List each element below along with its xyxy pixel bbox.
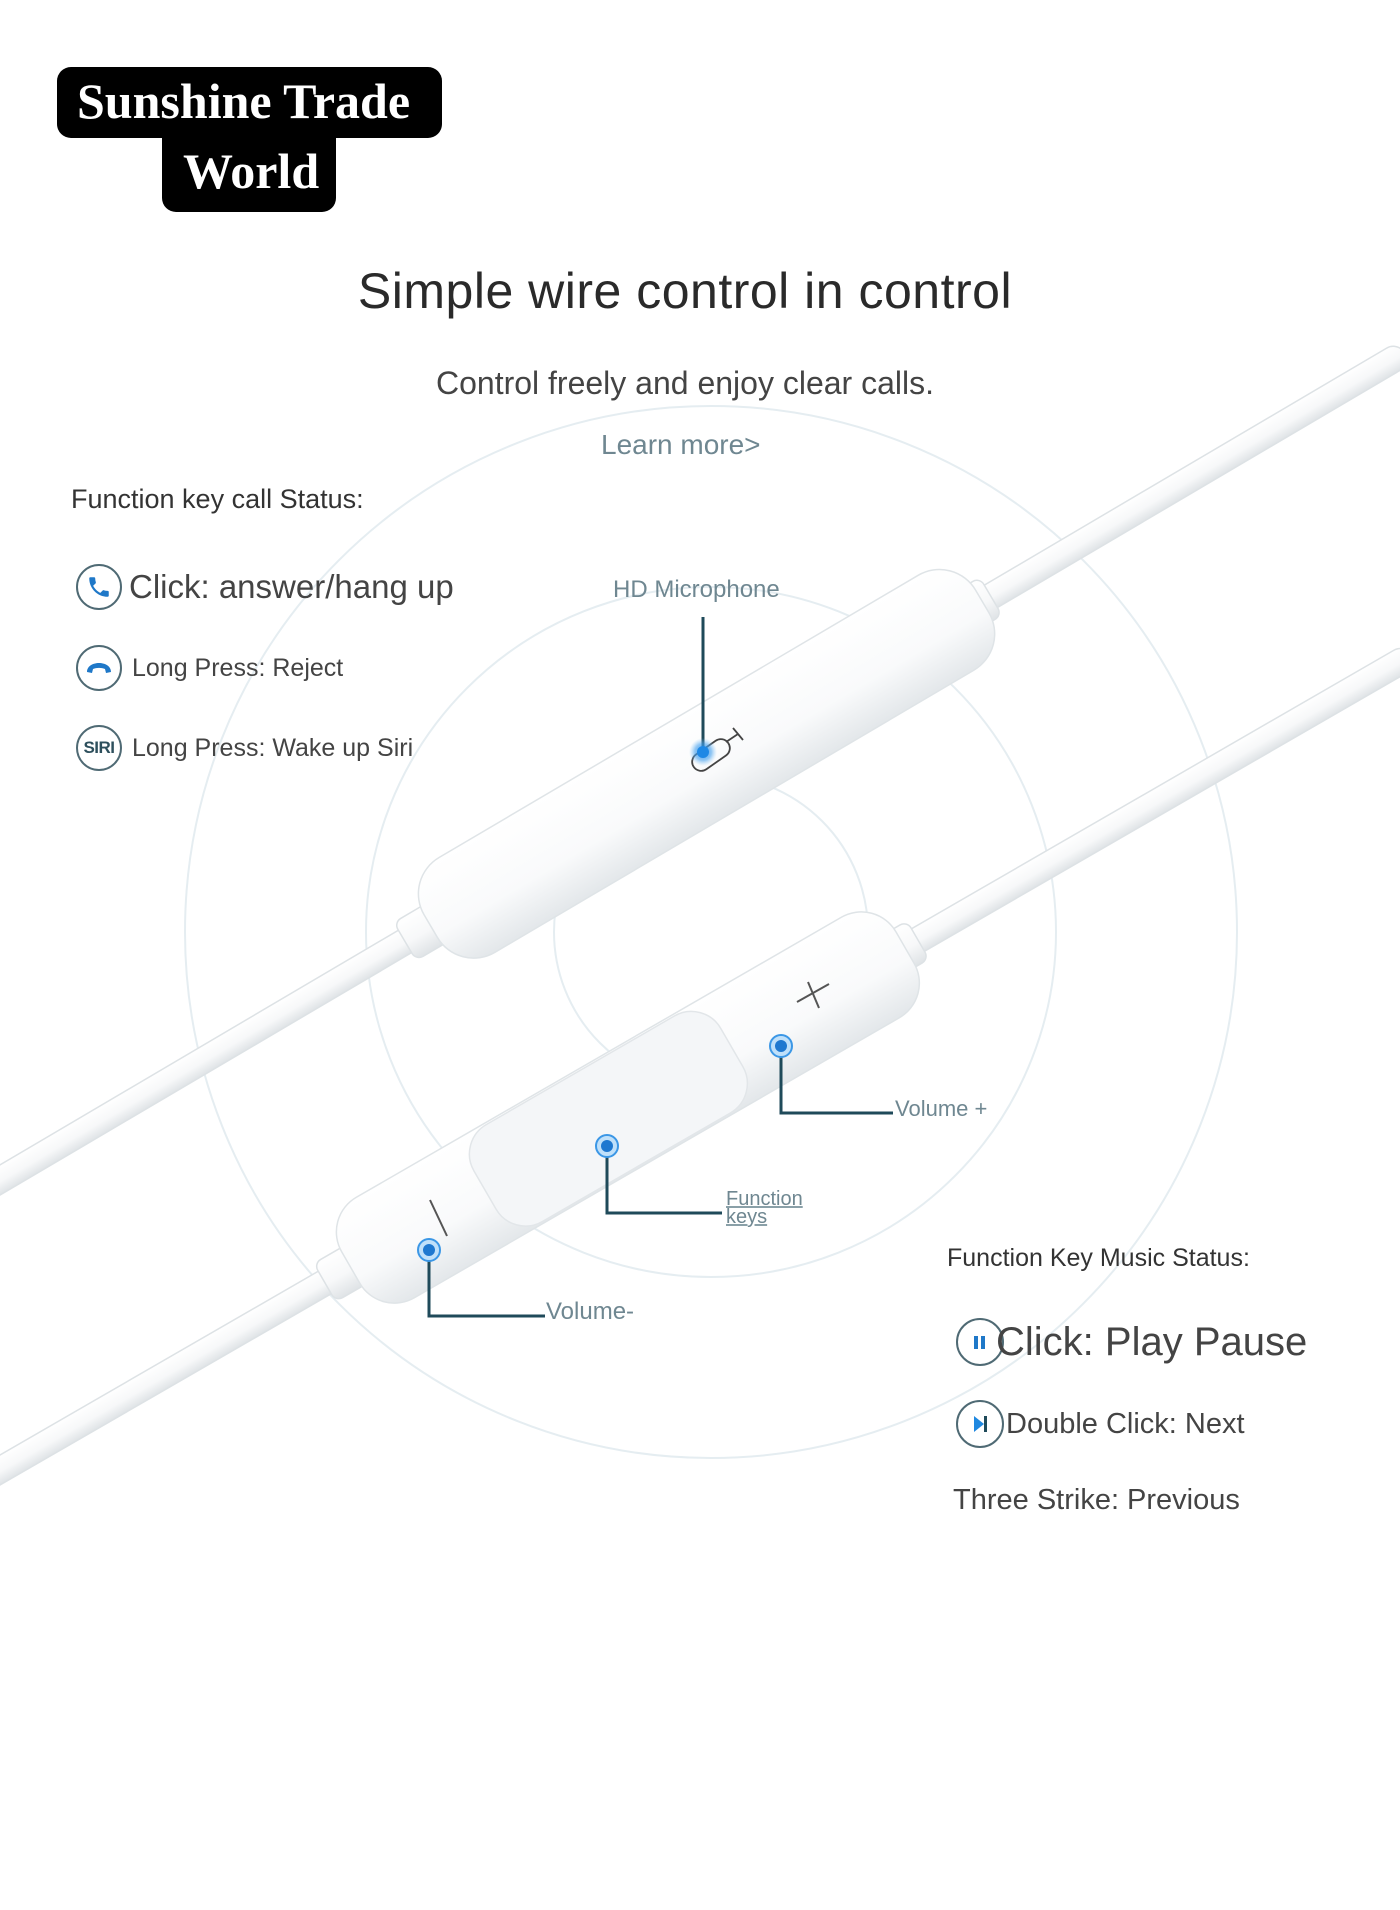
volume-down-callout: Volume- — [546, 1298, 635, 1325]
music-status-item: Double Click: Next — [956, 1400, 1245, 1448]
hd-microphone-callout: HD Microphone — [613, 576, 780, 603]
volume-down-glyph — [429, 1199, 448, 1237]
call-status-label: Long Press: Reject — [132, 653, 344, 682]
music-status-item: Three Strike: Previous — [953, 1484, 1240, 1517]
phone-hangup-icon — [76, 645, 122, 691]
call-status-item: Long Press: Reject — [76, 645, 343, 691]
lower-cable — [0, 647, 1400, 1488]
brand-name-line2: World — [183, 143, 320, 199]
brand-logo-badge-tab — [162, 120, 336, 212]
siri-icon: SIRI — [76, 725, 122, 771]
function-key-button — [468, 1010, 749, 1227]
call-status-heading: Function key call Status: — [71, 484, 364, 514]
call-status-label: Click: answer/hang up — [129, 568, 454, 605]
callout-lines — [427, 617, 893, 1318]
volume-up-callout: Volume + — [895, 1096, 988, 1121]
page-title: Simple wire control in control — [357, 263, 1013, 319]
pause-icon — [956, 1318, 1004, 1366]
call-status-item: SIRI Long Press: Wake up Siri — [76, 725, 413, 771]
function-keys-callout: Function keys — [726, 1188, 803, 1228]
music-status-heading: Function Key Music Status: — [947, 1244, 1250, 1272]
music-status-label: Double Click: Next — [1006, 1407, 1245, 1440]
music-status-item: Click: Play Pause — [956, 1318, 1307, 1366]
call-status-label: Long Press: Wake up Siri — [132, 733, 414, 762]
next-track-icon — [956, 1400, 1004, 1448]
volume-up-glyph — [796, 981, 830, 1009]
brand-name-line1: Sunshine Trade — [77, 73, 411, 129]
page-subtitle: Control freely and enjoy clear calls. — [435, 365, 934, 401]
callout-dots — [417, 738, 793, 1262]
phone-answer-icon — [76, 564, 122, 610]
music-status-label: Click: Play Pause — [996, 1319, 1308, 1364]
music-status-label: Three Strike: Previous — [953, 1484, 1240, 1516]
call-status-item: Click: answer/hang up — [76, 564, 454, 610]
learn-more-link[interactable]: Learn more> — [601, 429, 761, 460]
